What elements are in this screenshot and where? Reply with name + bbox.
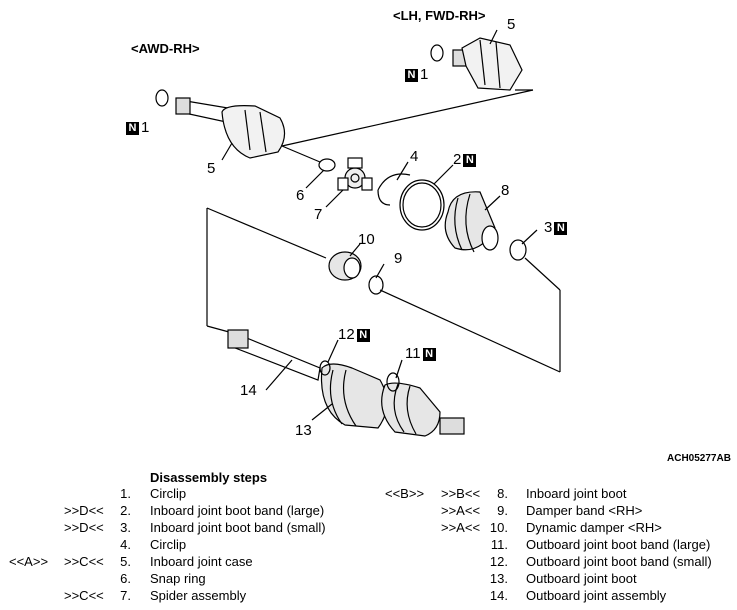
spider-assembly-7	[337, 157, 373, 191]
new-part-mark: N	[126, 121, 139, 135]
callout-9: 9	[394, 250, 403, 267]
damper-band-9	[368, 275, 384, 295]
new-part-mark: N	[463, 153, 477, 167]
boot-band-3	[509, 239, 527, 261]
boot-band-2	[399, 179, 445, 231]
new-part-mark: N	[356, 328, 370, 342]
callout-8: 8	[501, 182, 510, 199]
circlip-1-awd	[155, 89, 169, 107]
inboard-joint-case-lh	[452, 37, 523, 91]
callout-5-awd: 5	[207, 160, 216, 177]
circlip-4	[377, 173, 411, 206]
callout-10: 10	[358, 231, 375, 248]
callout-5-lh: 5	[507, 16, 516, 33]
disassembly-steps: Disassembly steps 1.Circlip >>D<<2.Inboa…	[9, 470, 712, 603]
outboard-joint-assembly-14	[227, 329, 465, 437]
circlip-1-lh	[430, 44, 444, 62]
callout-14: 14	[240, 382, 257, 399]
inboard-joint-boot-8	[444, 191, 499, 253]
inboard-joint-case-awd	[175, 97, 286, 159]
image-code: ACH05277AB	[667, 453, 731, 464]
awd-rh-label: <AWD-RH>	[131, 41, 200, 56]
leader-line	[281, 89, 534, 147]
dynamic-damper-10	[328, 251, 362, 281]
callout-7: 7	[314, 206, 323, 223]
drive-shaft-drawing	[155, 29, 561, 437]
new-part-mark: N	[422, 347, 436, 361]
callout-13: 13	[295, 422, 312, 439]
callout-6: 6	[296, 187, 305, 204]
snap-ring-6	[318, 158, 336, 172]
lh-fwd-rh-label: <LH, FWD-RH>	[393, 8, 486, 23]
new-part-mark: N	[554, 221, 568, 235]
callout-4: 4	[410, 148, 419, 165]
steps-title: Disassembly steps	[150, 470, 268, 485]
new-part-mark: N	[405, 68, 418, 82]
